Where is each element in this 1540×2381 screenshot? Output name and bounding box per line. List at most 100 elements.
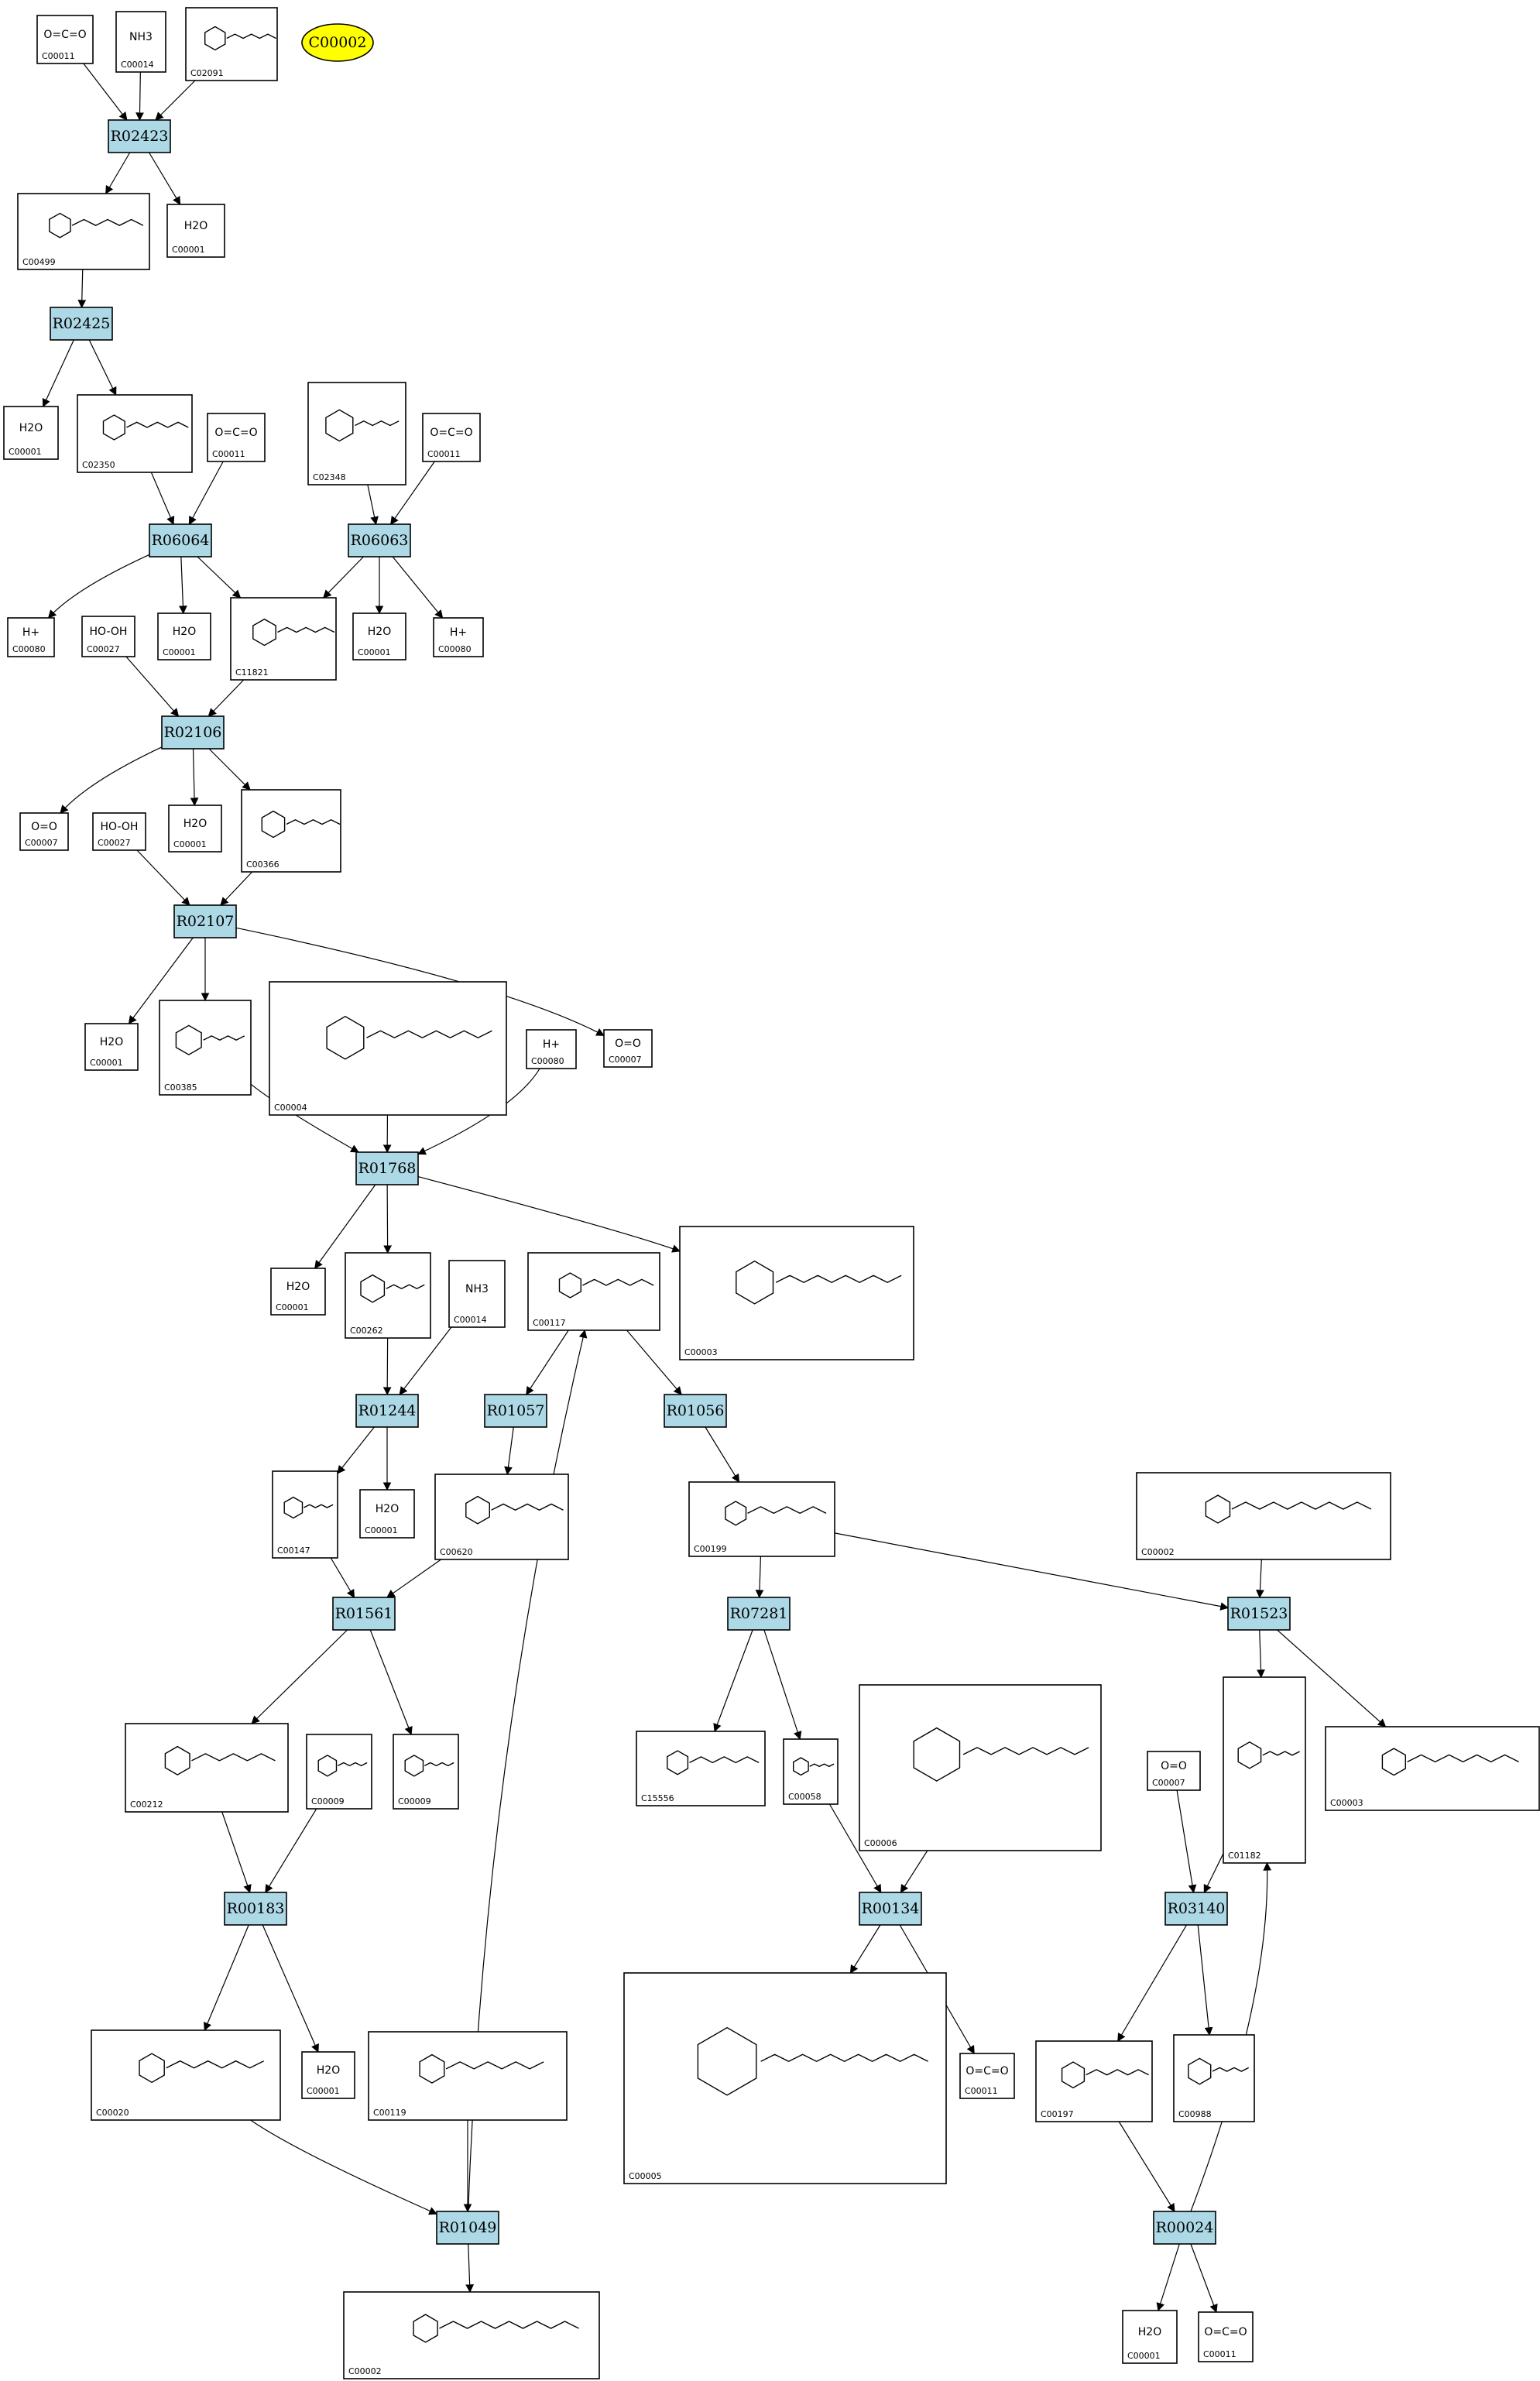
compound-box[interactable] — [19, 812, 69, 851]
compound-box[interactable] — [623, 1972, 947, 2184]
compound-box[interactable] — [688, 1481, 835, 1557]
compound-node[interactable]: C00147 — [272, 1470, 338, 1559]
compound-node[interactable]: C11821 — [230, 597, 337, 681]
compound-node[interactable]: C00002 — [1136, 1472, 1391, 1560]
reaction-box[interactable] — [727, 1597, 791, 1631]
compound-node[interactable]: C15556 — [636, 1731, 766, 1806]
reaction-box[interactable] — [436, 2211, 499, 2245]
compound-node[interactable]: H+C00080 — [7, 617, 55, 657]
compound-box[interactable] — [526, 1029, 577, 1069]
compound-box[interactable] — [91, 2029, 281, 2121]
reaction-node[interactable]: R02425 — [50, 307, 113, 341]
compound-box[interactable] — [1147, 1751, 1201, 1791]
compound-node[interactable]: C02348 — [307, 382, 406, 485]
compound-node[interactable]: C00003 — [679, 1226, 914, 1360]
compound-box[interactable] — [1198, 2311, 1254, 2362]
compound-box[interactable] — [859, 1684, 1102, 1851]
compound-box[interactable] — [92, 812, 146, 851]
compound-box[interactable] — [157, 612, 211, 660]
compound-node[interactable]: C00366 — [241, 789, 341, 873]
compound-box[interactable] — [207, 413, 266, 462]
compound-box[interactable] — [1173, 2034, 1255, 2122]
compound-box[interactable] — [433, 617, 484, 657]
compound-box[interactable] — [603, 1029, 653, 1068]
compound-node[interactable]: C00197 — [1035, 2040, 1153, 2122]
compound-box[interactable] — [115, 11, 166, 73]
compound-box[interactable] — [168, 805, 222, 853]
reaction-node[interactable]: R06064 — [149, 523, 212, 558]
compound-node[interactable]: C00988 — [1173, 2034, 1255, 2122]
compound-box[interactable] — [343, 2291, 600, 2379]
compound-box[interactable] — [1223, 1676, 1306, 1864]
compound-node[interactable]: C00117 — [527, 1252, 660, 1331]
compound-node[interactable]: C02350 — [77, 394, 193, 473]
compound-node[interactable]: C00020 — [91, 2029, 281, 2121]
reaction-box[interactable] — [355, 1151, 419, 1185]
compound-box[interactable] — [393, 1734, 459, 1810]
reaction-box[interactable] — [332, 1597, 396, 1631]
reaction-box[interactable] — [50, 307, 113, 341]
reaction-box[interactable] — [484, 1394, 547, 1428]
compound-node[interactable]: C00003 — [1325, 1726, 1540, 1811]
reaction-node[interactable]: R00183 — [224, 1892, 287, 1926]
compound-box[interactable] — [269, 981, 507, 1116]
reaction-node[interactable]: R01049 — [436, 2211, 499, 2245]
compound-node[interactable]: C00002 — [343, 2291, 600, 2379]
compound-node[interactable]: C00119 — [368, 2031, 568, 2121]
compound-node[interactable]: C00009 — [306, 1734, 372, 1810]
reaction-box[interactable] — [1164, 1892, 1228, 1926]
reaction-box[interactable] — [1227, 1597, 1291, 1631]
compound-node[interactable]: C00004 — [269, 981, 507, 1116]
reaction-box[interactable] — [108, 119, 171, 153]
query-compound-highlight[interactable]: C00002 — [301, 23, 374, 62]
compound-node[interactable]: C00499 — [17, 193, 150, 270]
reaction-box[interactable] — [348, 523, 411, 558]
reaction-box[interactable] — [161, 715, 225, 750]
compound-box[interactable] — [345, 1252, 431, 1339]
compound-box[interactable] — [1325, 1726, 1540, 1811]
compound-box[interactable] — [270, 1268, 326, 1316]
reaction-node[interactable]: R01056 — [664, 1394, 727, 1428]
compound-box[interactable] — [1136, 1472, 1391, 1560]
reaction-node[interactable]: R01561 — [332, 1597, 396, 1631]
compound-box[interactable] — [230, 597, 337, 681]
compound-box[interactable] — [306, 1734, 372, 1810]
compound-box[interactable] — [959, 2053, 1015, 2099]
reaction-node[interactable]: R02423 — [108, 119, 171, 153]
compound-box[interactable] — [448, 1260, 506, 1328]
highlight-ellipse[interactable] — [301, 23, 374, 62]
reaction-node[interactable]: R01768 — [355, 1151, 419, 1185]
compound-box[interactable] — [185, 7, 278, 81]
compound-box[interactable] — [636, 1731, 766, 1806]
reaction-node[interactable]: R00134 — [859, 1892, 922, 1926]
reaction-box[interactable] — [355, 1394, 419, 1428]
compound-node[interactable]: C00212 — [125, 1723, 289, 1813]
compound-box[interactable] — [352, 612, 406, 660]
compound-node[interactable]: C02091 — [185, 7, 278, 81]
reaction-node[interactable]: R02107 — [173, 904, 237, 938]
compound-box[interactable] — [159, 1000, 252, 1096]
compound-box[interactable] — [272, 1470, 338, 1559]
reaction-node[interactable]: R00024 — [1153, 2211, 1216, 2245]
compound-node[interactable]: C00199 — [688, 1481, 835, 1557]
reaction-box[interactable] — [224, 1892, 287, 1926]
compound-node[interactable]: H+C00080 — [526, 1029, 577, 1069]
compound-box[interactable] — [679, 1226, 914, 1360]
compound-box[interactable] — [1035, 2040, 1153, 2122]
compound-box[interactable] — [368, 2031, 568, 2121]
